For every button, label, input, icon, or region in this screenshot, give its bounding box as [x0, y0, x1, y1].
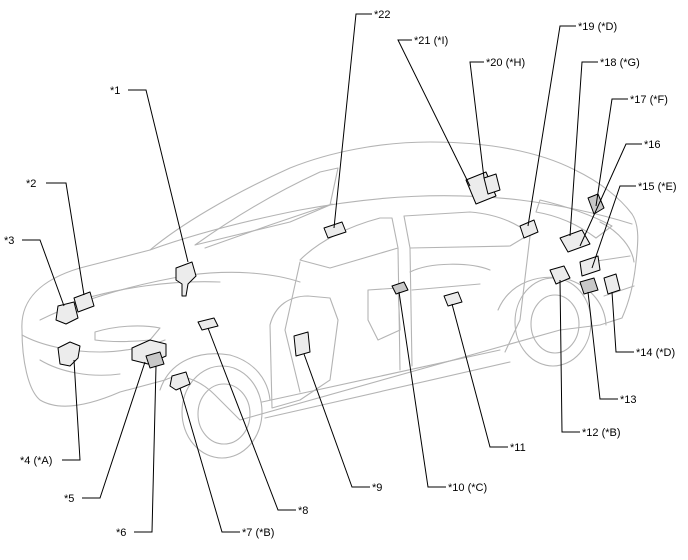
component-13	[579, 277, 599, 295]
front-wheel-arch	[159, 353, 271, 401]
leader-17	[595, 98, 628, 207]
component-20	[483, 173, 501, 195]
callout-22: *22	[374, 9, 391, 21]
leader-12	[559, 279, 580, 433]
car-body-outline	[21, 141, 639, 421]
rear-wheel-arch	[497, 276, 607, 326]
callout-5: *5	[64, 493, 74, 505]
hood-crease	[79, 281, 221, 301]
component-12	[549, 265, 571, 285]
callout-16: *16	[644, 139, 661, 151]
rear-wheel-rim	[530, 294, 580, 354]
leader-1	[128, 89, 189, 263]
component-3	[55, 301, 79, 325]
callout-9: *9	[372, 482, 382, 494]
callout-6: *6	[116, 527, 126, 539]
callout-1: *1	[110, 85, 120, 97]
component-10	[391, 281, 409, 295]
leader-13	[587, 291, 618, 400]
callout-8: *8	[298, 505, 308, 517]
leader-7	[179, 387, 240, 533]
component-16	[559, 229, 591, 253]
open-door	[269, 295, 339, 409]
tail-bumper	[603, 285, 635, 297]
callout-18: *18 (*G)	[600, 57, 640, 69]
component-8	[197, 317, 219, 331]
windshield	[194, 167, 339, 246]
front-wheel-rim	[197, 383, 251, 445]
callout-3: *3	[4, 235, 14, 247]
component-6	[145, 351, 165, 369]
callout-17: *17 (*F)	[630, 94, 668, 106]
callout-21: *21 (*I)	[414, 35, 448, 47]
leader-10	[398, 291, 446, 488]
callout-7: *7 (*B)	[242, 527, 274, 539]
leader-11	[451, 303, 508, 448]
car-outline	[21, 141, 639, 459]
side-sill	[261, 349, 511, 419]
callout-4: *4 (*A)	[20, 455, 52, 467]
interior-console	[409, 263, 491, 291]
leader-16	[579, 143, 642, 247]
component-14	[603, 273, 621, 295]
leader-18	[569, 61, 598, 237]
component-22	[323, 221, 347, 239]
callout-11: *11	[510, 442, 526, 454]
leader-15	[591, 185, 636, 269]
callout-13: *13	[620, 394, 637, 406]
leader-8	[207, 327, 296, 511]
component-15	[579, 255, 601, 277]
rear-door	[409, 235, 531, 367]
front-side-window	[299, 217, 399, 269]
component-9	[293, 331, 311, 357]
front-wheel	[181, 365, 263, 459]
callout-10: *10 (*C)	[448, 482, 487, 494]
rear-window	[535, 199, 613, 239]
leader-19	[527, 25, 576, 227]
leader-20	[469, 61, 485, 179]
windshield-inner	[204, 203, 333, 249]
component-19	[519, 219, 539, 239]
callout-12: *12 (*B)	[582, 427, 621, 439]
grille	[39, 359, 121, 376]
callout-20: *20 (*H)	[486, 57, 525, 69]
leader-9	[303, 353, 370, 488]
leader-6	[134, 365, 157, 533]
component-4	[57, 341, 81, 367]
leader-3	[22, 239, 65, 307]
leader-14	[611, 291, 634, 353]
leader-lines	[22, 13, 642, 533]
component-1	[175, 261, 197, 297]
component-11	[443, 291, 463, 307]
component-2	[73, 291, 95, 313]
leader-22	[333, 13, 372, 229]
component-7	[169, 371, 191, 391]
leader-4	[62, 359, 81, 461]
callout-labels: *1 *2 *3 *4 (*A) *5 *6 *7 (*B) *8 *9 *10…	[4, 9, 677, 539]
callout-15: *15 (*E)	[638, 181, 677, 193]
leader-2	[46, 182, 85, 296]
rear-side-window	[403, 211, 531, 249]
front-door	[284, 247, 401, 393]
leader-21	[397, 39, 471, 187]
callout-19: *19 (*D)	[578, 21, 617, 33]
callout-2: *2	[26, 178, 36, 190]
callout-14: *14 (*D)	[636, 347, 675, 359]
components	[55, 171, 621, 391]
interior-seat	[367, 287, 401, 341]
headlight	[94, 325, 161, 343]
leader-5	[82, 361, 146, 499]
